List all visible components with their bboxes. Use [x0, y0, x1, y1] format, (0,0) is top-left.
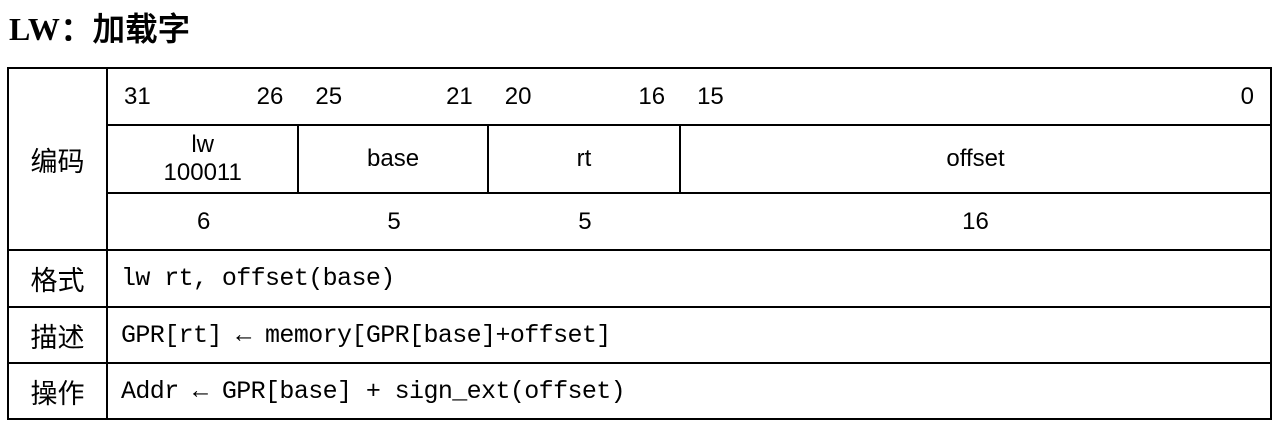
field-rt: rt — [489, 126, 682, 192]
field-name: base — [367, 144, 420, 172]
field-offset: offset — [681, 126, 1270, 192]
bit-lo: 26 — [256, 82, 284, 110]
width-rt: 5 — [578, 207, 592, 235]
bit-hi: 25 — [315, 82, 343, 110]
description-row: 描述 GPR[rt] ← memory[GPR[base]+offset] — [9, 306, 1270, 362]
operation-value: Addr ← GPR[base] + sign_ext(offset) — [121, 376, 626, 406]
field-name: lw — [191, 130, 215, 158]
width-opcode: 6 — [197, 207, 211, 235]
field-opcode-bits: 100011 — [163, 159, 242, 186]
format-row-label: 格式 — [9, 251, 108, 306]
bit-positions-row: 31 26 25 21 20 16 15 0 — [108, 69, 1270, 126]
width-base: 5 — [387, 207, 401, 235]
encoding-row: 编码 31 26 25 21 20 16 15 0 — [9, 69, 1270, 249]
bit-range-offset: 15 0 — [681, 69, 1270, 124]
bit-lo: 21 — [446, 82, 473, 110]
field-name: rt — [576, 144, 592, 172]
description-row-label: 描述 — [9, 308, 108, 362]
bit-hi: 15 — [697, 82, 724, 110]
bit-hi: 31 — [124, 82, 151, 110]
encoding-bitfield-diagram: 31 26 25 21 20 16 15 0 lw — [108, 69, 1270, 249]
field-names-row: lw 100011 base rt offset — [108, 126, 1270, 194]
width-offset: 16 — [962, 207, 989, 235]
encoding-row-label: 编码 — [9, 69, 108, 249]
field-widths-row: 6 5 5 16 — [108, 194, 1270, 249]
description-value: GPR[rt] ← memory[GPR[base]+offset] — [121, 320, 611, 350]
operation-row-label: 操作 — [9, 364, 108, 418]
field-opcode: lw 100011 — [108, 126, 300, 192]
field-name: offset — [946, 144, 1005, 172]
field-base: base — [299, 126, 489, 192]
instruction-table: 编码 31 26 25 21 20 16 15 0 — [7, 67, 1272, 420]
bit-range-base: 25 21 — [299, 69, 488, 124]
bit-range-rt: 20 16 — [489, 69, 681, 124]
operation-row: 操作 Addr ← GPR[base] + sign_ext(offset) — [9, 362, 1270, 418]
bit-range-opcode: 31 26 — [108, 69, 299, 124]
format-row: 格式 lw rt, offset(base) — [9, 249, 1270, 306]
bit-hi: 20 — [504, 82, 532, 110]
format-value: lw rt, offset(base) — [121, 264, 395, 293]
bit-lo: 16 — [638, 82, 666, 110]
bit-lo: 0 — [1240, 82, 1254, 110]
page-title: LW：加载字 — [9, 11, 191, 47]
